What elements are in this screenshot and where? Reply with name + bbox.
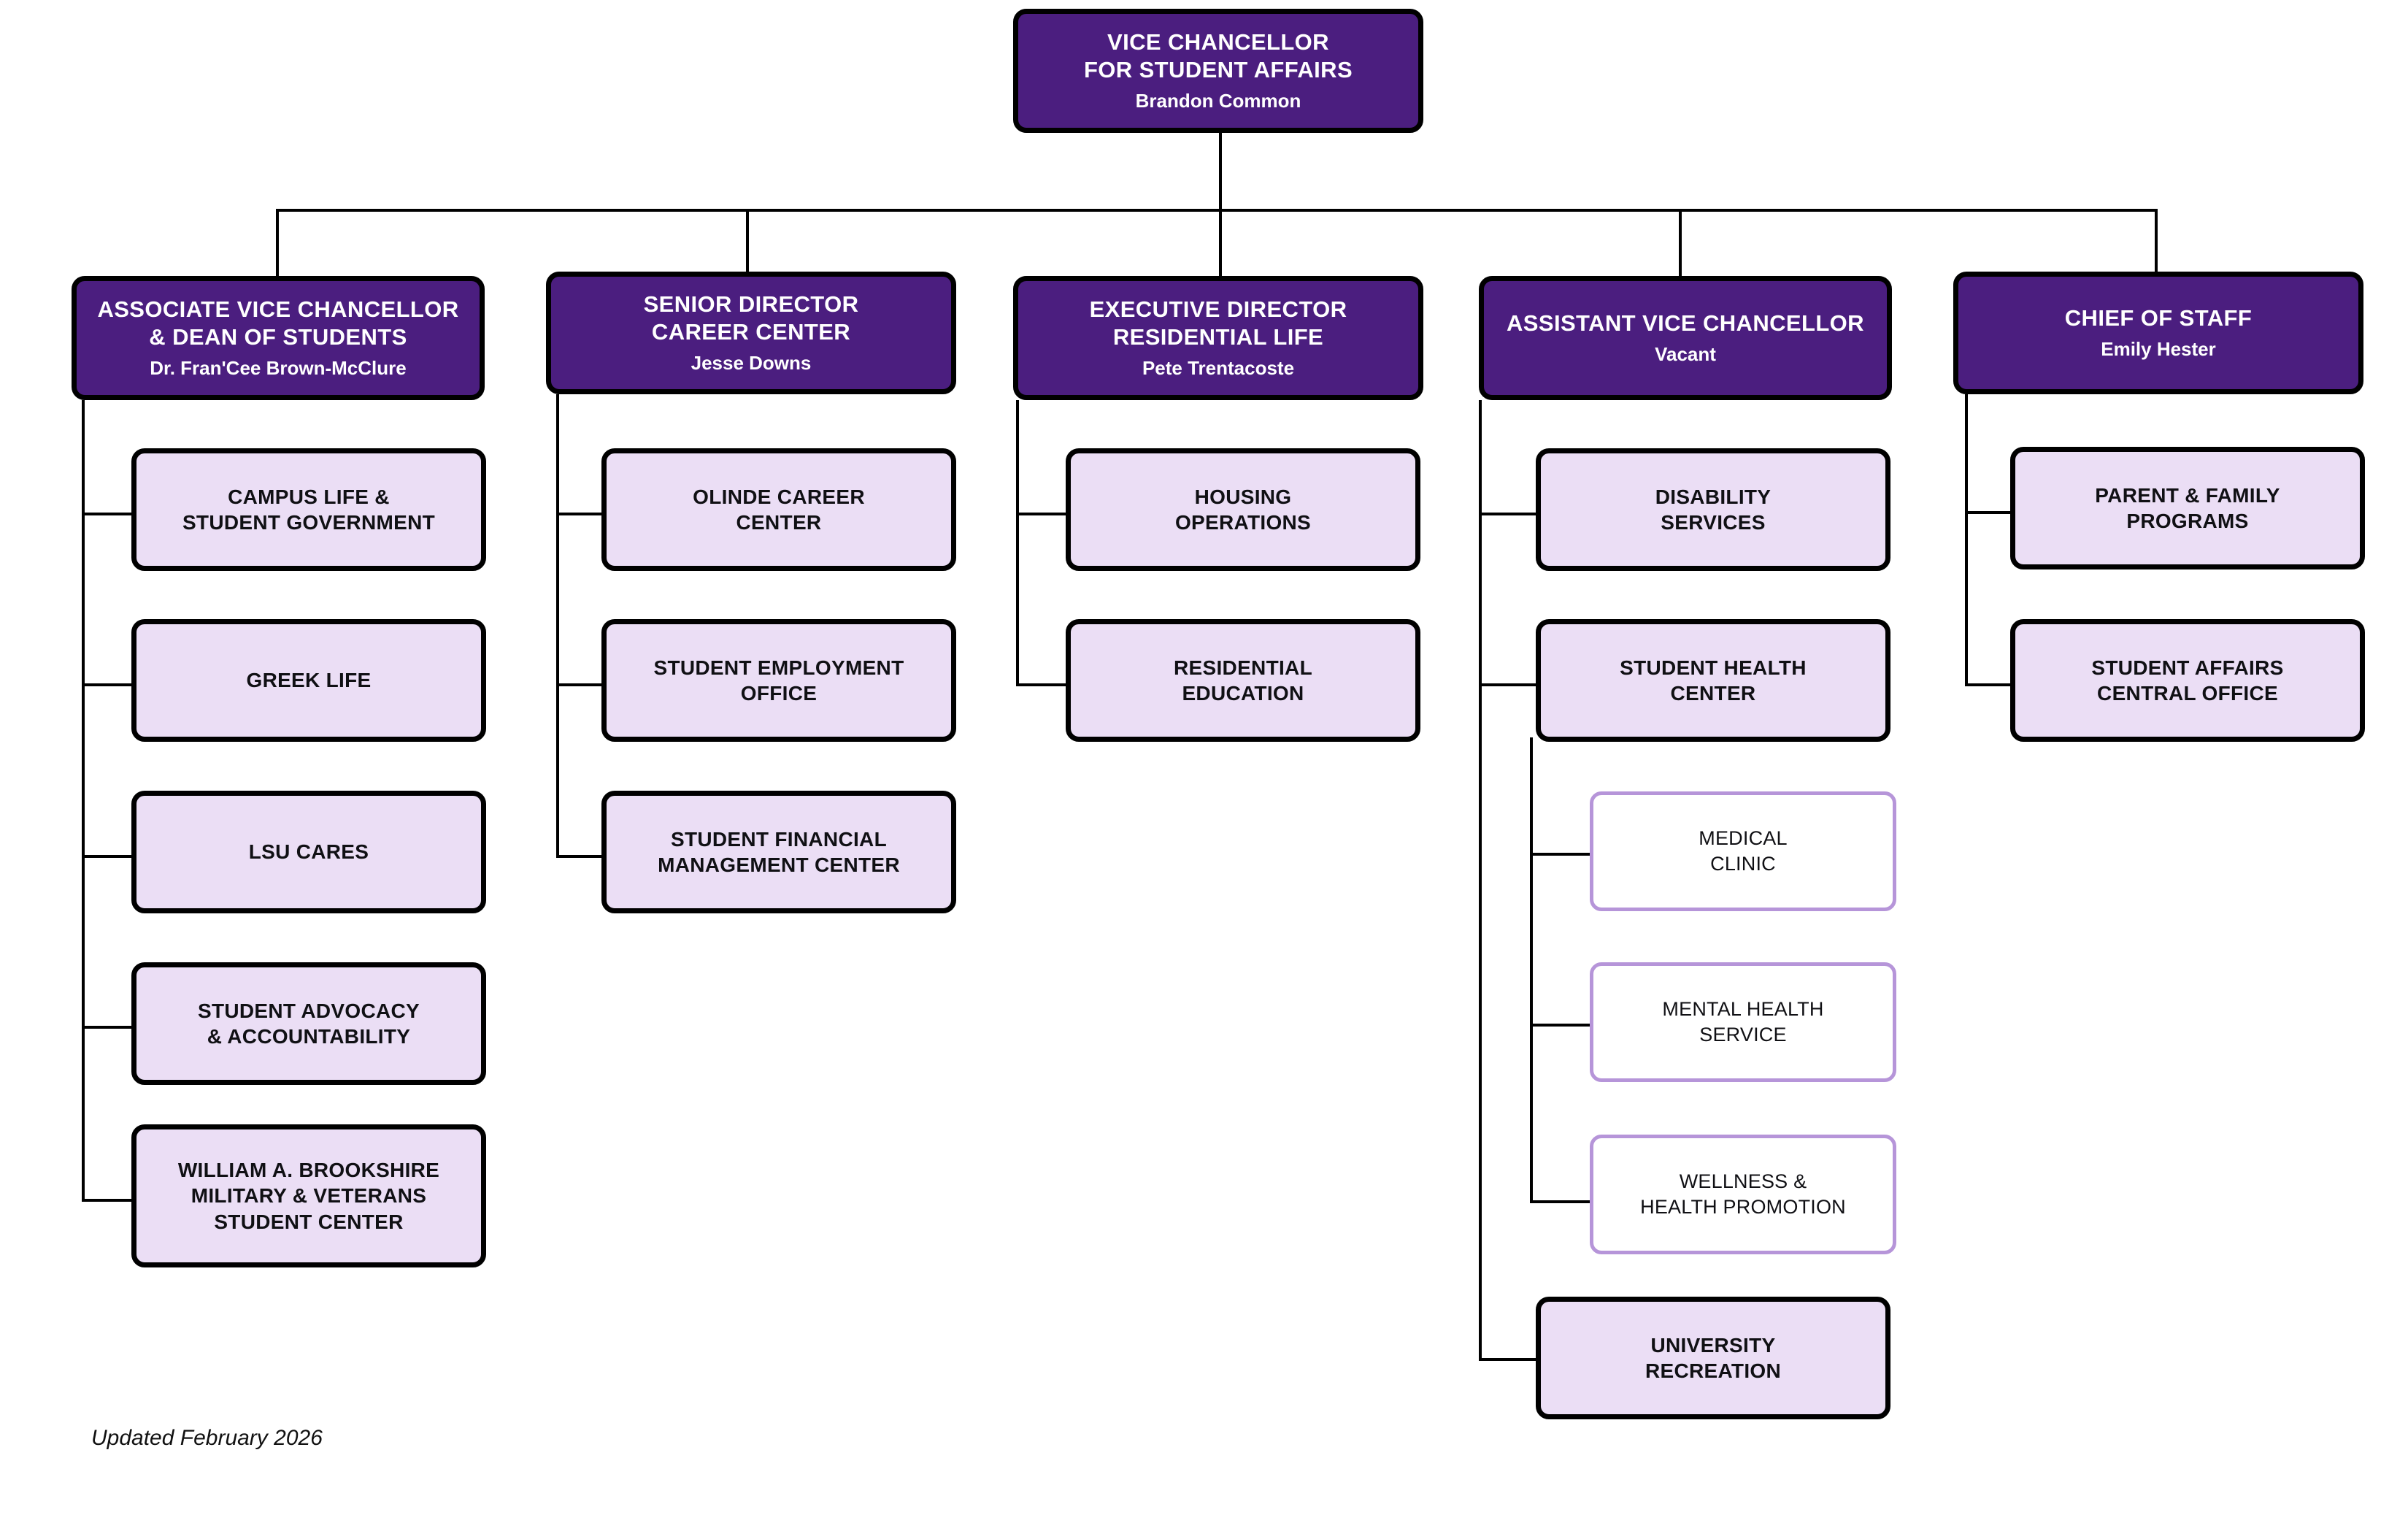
node-title: STUDENT EMPLOYMENT OFFICE bbox=[653, 656, 904, 705]
connector-root-bus bbox=[276, 209, 2158, 212]
node-vice-chancellor-student-affairs[interactable]: VICE CHANCELLOR FOR STUDENT AFFAIRS Bran… bbox=[1013, 9, 1423, 133]
node-title: WILLIAM A. BROOKSHIRE MILITARY & VETERAN… bbox=[177, 1159, 440, 1233]
connector-spine-division-2 bbox=[556, 394, 559, 856]
updated-date-label: Updated February 2026 bbox=[91, 1426, 323, 1450]
connector-stub-5-1 bbox=[1965, 511, 2013, 514]
connector-stub-1-3 bbox=[82, 855, 134, 858]
node-title: STUDENT HEALTH CENTER bbox=[1620, 656, 1807, 705]
connector-drop-division-3 bbox=[1219, 209, 1222, 276]
node-title: GREEK LIFE bbox=[246, 669, 372, 692]
node-campus-life-student-government[interactable]: CAMPUS LIFE & STUDENT GOVERNMENT bbox=[131, 448, 486, 571]
connector-stub-1-1 bbox=[82, 513, 134, 515]
connector-spine-division-4 bbox=[1479, 400, 1482, 1361]
connector-spine-division-5 bbox=[1965, 394, 1968, 686]
node-medical-clinic[interactable]: MEDICAL CLINIC bbox=[1590, 791, 1896, 911]
connector-spine-division-1 bbox=[82, 400, 85, 1202]
connector-root-stem bbox=[1219, 132, 1222, 210]
node-assistant-vice-chancellor[interactable]: ASSISTANT VICE CHANCELLOR Vacant bbox=[1479, 276, 1892, 400]
node-title: ASSISTANT VICE CHANCELLOR bbox=[1507, 310, 1864, 337]
node-mental-health-service[interactable]: MENTAL HEALTH SERVICE bbox=[1590, 962, 1896, 1082]
node-title: STUDENT ADVOCACY & ACCOUNTABILITY bbox=[198, 999, 420, 1048]
node-person: Vacant bbox=[1655, 343, 1716, 366]
node-chief-of-staff[interactable]: CHIEF OF STAFF Emily Hester bbox=[1953, 272, 2363, 394]
node-title: RESIDENTIAL EDUCATION bbox=[1174, 656, 1312, 705]
connector-stub-4-2 bbox=[1479, 683, 1539, 686]
node-title: PARENT & FAMILY PROGRAMS bbox=[2095, 483, 2280, 532]
node-greek-life[interactable]: GREEK LIFE bbox=[131, 619, 486, 742]
connector-stub-2-3 bbox=[556, 855, 604, 858]
node-olinde-career-center[interactable]: OLINDE CAREER CENTER bbox=[601, 448, 956, 571]
node-title: CAMPUS LIFE & STUDENT GOVERNMENT bbox=[182, 485, 436, 534]
connector-stub-shc-3 bbox=[1530, 1200, 1593, 1203]
node-title: MEDICAL CLINIC bbox=[1699, 827, 1788, 875]
node-title: UNIVERSITY RECREATION bbox=[1645, 1333, 1782, 1382]
node-title: HOUSING OPERATIONS bbox=[1174, 485, 1312, 534]
node-student-advocacy-accountability[interactable]: STUDENT ADVOCACY & ACCOUNTABILITY bbox=[131, 962, 486, 1085]
connector-spine-division-3 bbox=[1016, 400, 1019, 686]
node-title: SENIOR DIRECTOR CAREER CENTER bbox=[643, 291, 859, 345]
node-housing-operations[interactable]: HOUSING OPERATIONS bbox=[1066, 448, 1420, 571]
connector-stub-4-1 bbox=[1479, 513, 1539, 515]
node-university-recreation[interactable]: UNIVERSITY RECREATION bbox=[1536, 1297, 1890, 1419]
node-wellness-health-promotion[interactable]: WELLNESS & HEALTH PROMOTION bbox=[1590, 1135, 1896, 1254]
connector-drop-division-1 bbox=[276, 209, 279, 276]
node-title: ASSOCIATE VICE CHANCELLOR & DEAN OF STUD… bbox=[97, 296, 459, 350]
node-person: Pete Trentacoste bbox=[1142, 357, 1295, 380]
node-title: WELLNESS & HEALTH PROMOTION bbox=[1640, 1170, 1846, 1218]
connector-stub-3-2 bbox=[1016, 683, 1069, 686]
node-title: STUDENT AFFAIRS CENTRAL OFFICE bbox=[2091, 656, 2284, 705]
node-person: Emily Hester bbox=[2101, 338, 2216, 361]
connector-stub-1-2 bbox=[82, 683, 134, 686]
node-william-a-brookshire-military-veterans-student-center[interactable]: WILLIAM A. BROOKSHIRE MILITARY & VETERAN… bbox=[131, 1124, 486, 1267]
connector-stub-5-2 bbox=[1965, 683, 2013, 686]
node-title: EXECUTIVE DIRECTOR RESIDENTIAL LIFE bbox=[1089, 296, 1347, 350]
connector-stub-shc-2 bbox=[1530, 1024, 1593, 1027]
node-student-employment-office[interactable]: STUDENT EMPLOYMENT OFFICE bbox=[601, 619, 956, 742]
node-associate-vice-chancellor-dean-of-students[interactable]: ASSOCIATE VICE CHANCELLOR & DEAN OF STUD… bbox=[72, 276, 485, 400]
node-title: OLINDE CAREER CENTER bbox=[693, 485, 865, 534]
connector-drop-division-2 bbox=[746, 209, 749, 272]
connector-stub-2-1 bbox=[556, 513, 604, 515]
node-title: CHIEF OF STAFF bbox=[2064, 305, 2253, 331]
node-person: Jesse Downs bbox=[691, 352, 812, 375]
node-title: MENTAL HEALTH SERVICE bbox=[1662, 998, 1824, 1046]
node-title: VICE CHANCELLOR FOR STUDENT AFFAIRS bbox=[1083, 29, 1353, 83]
connector-stub-1-4 bbox=[82, 1026, 134, 1029]
connector-stub-1-5 bbox=[82, 1199, 134, 1202]
node-title: LSU CARES bbox=[248, 840, 369, 864]
node-person: Brandon Common bbox=[1135, 90, 1301, 112]
connector-drop-division-4 bbox=[1679, 209, 1682, 276]
connector-stub-4-3 bbox=[1479, 1358, 1539, 1361]
connector-stub-2-2 bbox=[556, 683, 604, 686]
connector-drop-division-5 bbox=[2155, 209, 2158, 272]
node-title: DISABILITY SERVICES bbox=[1655, 485, 1772, 534]
node-student-health-center[interactable]: STUDENT HEALTH CENTER bbox=[1536, 619, 1890, 742]
node-lsu-cares[interactable]: LSU CARES bbox=[131, 791, 486, 913]
connector-spine-student-health-center bbox=[1530, 737, 1533, 1203]
node-residential-education[interactable]: RESIDENTIAL EDUCATION bbox=[1066, 619, 1420, 742]
node-senior-director-career-center[interactable]: SENIOR DIRECTOR CAREER CENTER Jesse Down… bbox=[546, 272, 956, 394]
node-student-financial-management-center[interactable]: STUDENT FINANCIAL MANAGEMENT CENTER bbox=[601, 791, 956, 913]
node-executive-director-residential-life[interactable]: EXECUTIVE DIRECTOR RESIDENTIAL LIFE Pete… bbox=[1013, 276, 1423, 400]
node-title: STUDENT FINANCIAL MANAGEMENT CENTER bbox=[658, 827, 900, 876]
connector-stub-3-1 bbox=[1016, 513, 1069, 515]
node-student-affairs-central-office[interactable]: STUDENT AFFAIRS CENTRAL OFFICE bbox=[2010, 619, 2365, 742]
node-person: Dr. Fran'Cee Brown-McClure bbox=[150, 357, 407, 380]
node-disability-services[interactable]: DISABILITY SERVICES bbox=[1536, 448, 1890, 571]
connector-stub-shc-1 bbox=[1530, 853, 1593, 856]
node-parent-family-programs[interactable]: PARENT & FAMILY PROGRAMS bbox=[2010, 447, 2365, 569]
